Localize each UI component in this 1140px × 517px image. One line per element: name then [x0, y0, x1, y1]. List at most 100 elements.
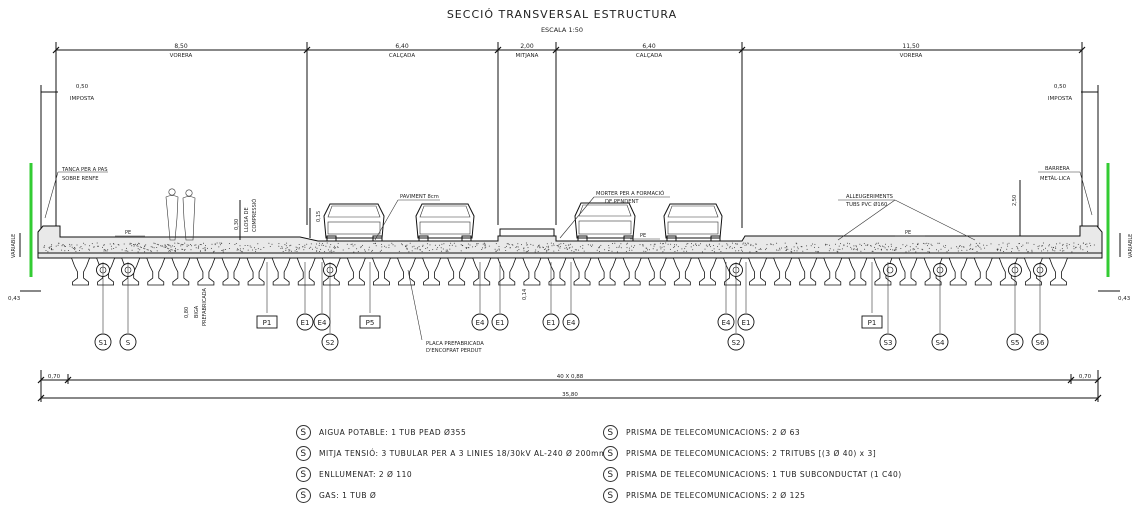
concrete-hatching [43, 242, 1095, 253]
car-1 [323, 203, 385, 242]
legend-item: S PRISMA DE TELECOMUNICACIONS: 2 Ø 125 [603, 488, 805, 503]
legend-item: S ENLLUMENAT: 2 Ø 110 [296, 467, 412, 482]
svg-text:0,15: 0,15 [316, 211, 322, 222]
marker-label: E1 [742, 319, 751, 327]
marker-label: S3 [884, 339, 893, 347]
dim-calcada-left-label: CALÇADA [389, 53, 415, 59]
marker-label: S4 [936, 339, 945, 347]
marker-label: E1 [496, 319, 505, 327]
precast-beam [823, 257, 843, 286]
marker-label: S2 [732, 339, 741, 347]
legend-text: AIGUA POTABLE: 1 TUB PEAD Ø355 [319, 428, 467, 437]
svg-text:PE: PE [125, 230, 131, 236]
precast-beam [246, 257, 266, 286]
precast-beam [973, 257, 993, 286]
precast-beam [848, 257, 868, 286]
conduit [883, 263, 897, 277]
legend-symbol: S [296, 467, 311, 482]
dim-calcada-left-value: 6,40 [395, 43, 409, 50]
precast-beam [346, 257, 366, 286]
precast-beams [70, 257, 1069, 286]
marker-circle [727, 333, 745, 351]
marker-label: S6 [1036, 339, 1045, 347]
conduit-inner [886, 266, 894, 274]
barrera-annotation: BARRERA METÀL·LICA [1038, 166, 1093, 216]
marker-label: S2 [326, 339, 335, 347]
legend-symbol: S [603, 446, 618, 461]
imposta-dims [40, 85, 1099, 235]
legend-symbol: S [603, 425, 618, 440]
marker-label: E4 [476, 319, 485, 327]
svg-text:TANCA PER A PAS: TANCA PER A PAS [61, 167, 108, 173]
marker-circle [542, 313, 560, 331]
marker-circle [491, 313, 509, 331]
precast-beam [447, 257, 467, 286]
svg-text:0,80: 0,80 [184, 307, 190, 318]
legend-item: S AIGUA POTABLE: 1 TUB PEAD Ø355 [296, 425, 466, 440]
svg-text:VARIABLE: VARIABLE [1128, 234, 1134, 258]
precast-beam [697, 257, 717, 286]
legend-text: PRISMA DE TELECOMUNICACIONS: 1 TUB SUBCO… [626, 470, 902, 479]
svg-text:D'ENCOFRAT PERDUT: D'ENCOFRAT PERDUT [426, 348, 482, 354]
dim-calcada-right-label: CALÇADA [636, 53, 662, 59]
legend-item: S PRISMA DE TELECOMUNICACIONS: 1 TUB SUB… [603, 467, 902, 482]
legend-item: S PRISMA DE TELECOMUNICACIONS: 2 Ø 63 [603, 425, 800, 440]
pe-markers: PE PE PE [115, 230, 925, 240]
marker-circle [1031, 333, 1049, 351]
bottom-dim-mid: 40 X 0,88 [557, 374, 584, 380]
marker-label: S [126, 339, 131, 347]
precast-beam [522, 257, 542, 286]
legend-text: PRISMA DE TELECOMUNICACIONS: 2 Ø 125 [626, 491, 806, 500]
precast-beam [773, 257, 793, 286]
imposta-left-value: 0,50 [76, 84, 89, 90]
precast-beam [948, 257, 968, 286]
legend-text: PRISMA DE TELECOMUNICACIONS: 2 TRITUBS [… [626, 449, 877, 458]
marker-label: P5 [366, 319, 375, 327]
dim-calcada-right-value: 6,40 [642, 43, 656, 50]
dim-mitjana-label: MITJANA [516, 53, 539, 59]
marker-circle [94, 333, 112, 351]
alleugeriments-annotation: ALLEUGERIMENTS TUBS PVC Ø160 [837, 194, 976, 241]
precast-beam [798, 257, 818, 286]
dim-mitjana-value: 2,00 [520, 43, 534, 50]
svg-text:PE: PE [905, 230, 911, 236]
precast-beam [597, 257, 617, 286]
precast-beam [672, 257, 692, 286]
top-dimension-line [52, 42, 1086, 228]
precast-beam [271, 257, 291, 286]
marker-circle [471, 313, 489, 331]
bottom-dimension-lines [37, 370, 1102, 402]
precast-beam [547, 257, 567, 286]
morter-annotation: MORTER PER A FORMACIÓ DE PENDENT [559, 190, 670, 239]
svg-text:0,30: 0,30 [234, 219, 240, 230]
precast-beam [747, 257, 768, 286]
svg-text:0,43: 0,43 [8, 296, 21, 302]
legend-symbol: S [603, 488, 618, 503]
legend-item: S MITJA TENSIÓ: 3 TUBULAR PER A 3 LINIES… [296, 446, 607, 461]
svg-text:BARRERA: BARRERA [1045, 166, 1070, 172]
drawing-title: SECCIÓ TRANSVERSAL ESTRUCTURA [447, 8, 677, 21]
paviment-annotation: PAVIMENT 8cm [374, 194, 440, 241]
legend-text: MITJA TENSIÓ: 3 TUBULAR PER A 3 LINIES 1… [319, 449, 607, 458]
legend-text: GAS: 1 TUB Ø [319, 491, 377, 500]
legend-symbol: S [296, 446, 311, 461]
marker-label: S1 [99, 339, 108, 347]
marker-circle [737, 313, 755, 331]
legend-item: S PRISMA DE TELECOMUNICACIONS: 2 TRITUBS… [603, 446, 876, 461]
svg-text:VARIABLE: VARIABLE [11, 234, 17, 258]
legend-item: S GAS: 1 TUB Ø [296, 488, 376, 503]
precast-beam [371, 257, 392, 286]
marker-circle [1006, 333, 1024, 351]
tanca-annotation: TANCA PER A PAS SOBRE RENFE [44, 167, 108, 219]
marker-box [861, 315, 883, 329]
marker-circle [717, 313, 735, 331]
precast-beam [622, 257, 642, 286]
dim-vorera-left-value: 8,50 [174, 43, 188, 50]
variable-label-right: VARIABLE [1119, 233, 1134, 258]
marker-label: E4 [318, 319, 327, 327]
svg-text:TUBS PVC Ø160: TUBS PVC Ø160 [845, 201, 887, 208]
svg-text:MORTER PER A FORMACIÓ: MORTER PER A FORMACIÓ [596, 190, 664, 197]
imposta-right-label: IMPOSTA [1048, 96, 1072, 102]
car-2 [415, 203, 475, 242]
